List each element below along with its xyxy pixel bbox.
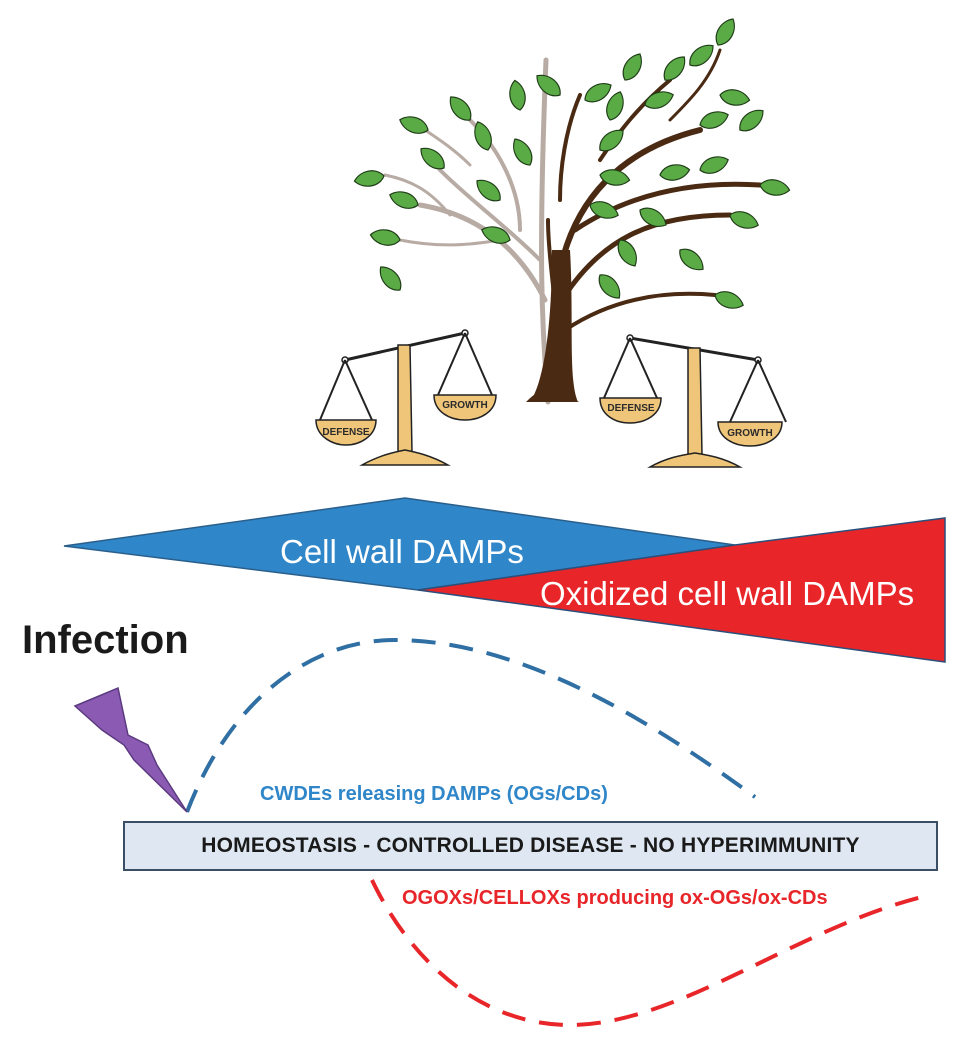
homeostasis-box: HOMEOSTASIS - CONTROLLED DISEASE - NO HY…	[123, 821, 938, 871]
cwdes-label: CWDEs releasing DAMPs (OGs/CDs)	[260, 783, 608, 805]
left-scale-defense-label: DEFENSE	[322, 427, 370, 438]
cell-wall-damps-label: Cell wall DAMPs	[280, 533, 524, 570]
homeostasis-label: HOMEOSTASIS - CONTROLLED DISEASE - NO HY…	[201, 834, 860, 857]
right-scale-growth-label: GROWTH	[727, 428, 773, 439]
left-scale-growth-label: GROWTH	[442, 400, 488, 411]
lightning-bolt-icon	[73, 686, 188, 813]
right-scale-defense-label: DEFENSE	[607, 403, 655, 414]
balance-scale-icon: DEFENSE GROWTH	[599, 334, 787, 468]
oxidized-damps-label: Oxidized cell wall DAMPs	[540, 575, 915, 612]
ogox-dashed-curve	[370, 879, 931, 1028]
ogox-label: OGOXs/CELLOXs producing ox-OGs/ox-CDs	[402, 887, 828, 909]
balance-scale-icon: DEFENSE GROWTH	[315, 329, 497, 466]
infection-label: Infection	[22, 618, 189, 662]
oxidized-damps-wedge	[417, 517, 946, 663]
tree-icon	[352, 14, 792, 405]
